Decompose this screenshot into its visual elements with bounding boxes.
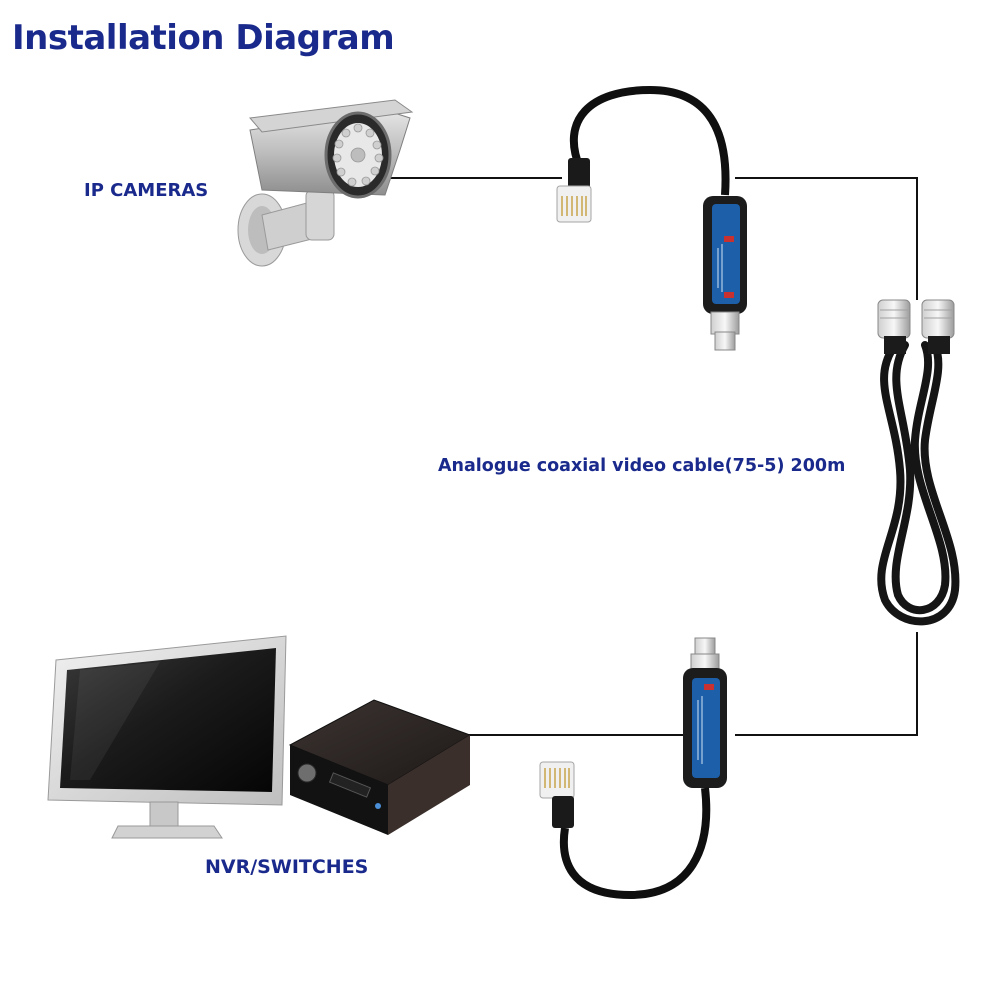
transmitter-to-coax-wire xyxy=(735,177,918,300)
coax-to-receiver-wire xyxy=(735,632,918,736)
diagram-title: Installation Diagram xyxy=(12,18,395,58)
rj45-connector-icon xyxy=(556,85,730,223)
rj45-connector-icon-bottom xyxy=(539,761,575,828)
connection-lines xyxy=(380,177,918,736)
coax-cable-label: Analogue coaxial video cable(75-5) 200m xyxy=(438,456,846,476)
monitor-icon xyxy=(47,635,287,839)
nvr-box-icon xyxy=(288,699,472,835)
balun-transmitter-icon xyxy=(703,196,747,351)
balun-receiver-icon xyxy=(559,637,727,900)
bnc-coax-cable-icon xyxy=(877,299,960,626)
camera-icon xyxy=(237,99,414,267)
nvr-switches-label: NVR/SWITCHES xyxy=(205,856,369,878)
ip-cameras-label: IP CAMERAS xyxy=(84,180,209,201)
